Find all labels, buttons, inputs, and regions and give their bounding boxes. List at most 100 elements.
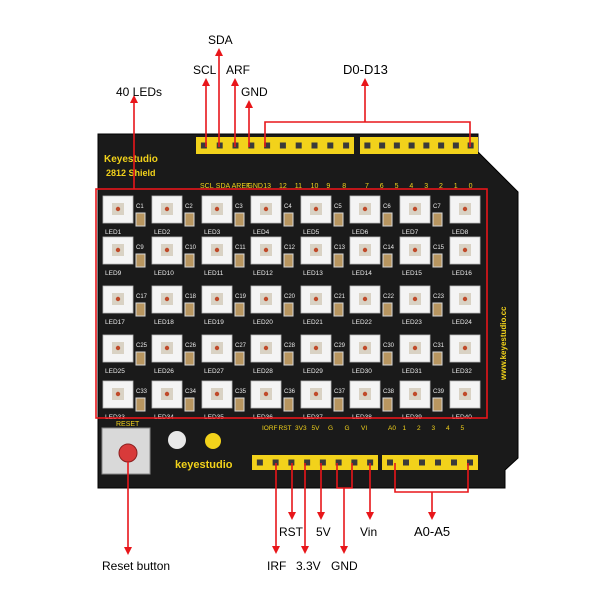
reset-silk-label: RESET	[116, 421, 140, 428]
led-label: LED1	[105, 229, 122, 236]
capacitor-label: C10	[185, 245, 197, 251]
pin-label-top: 13	[263, 183, 271, 190]
header-top-left-hole	[200, 142, 207, 149]
capacitor	[382, 253, 393, 268]
capacitor	[333, 302, 344, 317]
pin-label-top: 9	[326, 183, 330, 190]
header-bottom-left-hole	[319, 459, 326, 466]
capacitor-label: C2	[185, 204, 193, 210]
led-chip	[362, 391, 368, 397]
header-top-right-hole	[379, 142, 386, 149]
capacitor	[234, 253, 245, 268]
capacitor	[135, 397, 146, 412]
pin-label-top: 6	[380, 183, 384, 190]
led-label: LED28	[253, 368, 273, 375]
label-vin: Vin	[360, 525, 378, 539]
capacitor-label: C23	[433, 294, 445, 300]
capacitor-label: C21	[334, 294, 346, 300]
pin-label-top: 8	[342, 183, 346, 190]
led-chip	[214, 296, 220, 302]
led-chip	[362, 247, 368, 253]
led-label: LED25	[105, 368, 125, 375]
led-chip	[412, 345, 418, 351]
led-label: LED2	[154, 229, 171, 236]
pin-label-bottom: IORF	[262, 425, 278, 432]
header-top-left-hole	[248, 142, 255, 149]
led-chip	[164, 345, 170, 351]
capacitor	[283, 397, 294, 412]
capacitor	[432, 253, 443, 268]
header-bottom-right-hole	[387, 459, 393, 466]
pin-label-bottom: 3	[432, 425, 436, 432]
led-label: LED9	[105, 270, 122, 277]
led-label: LED11	[204, 270, 224, 277]
header-bottom-left-hole	[288, 459, 295, 466]
capacitor-label: C15	[433, 245, 445, 251]
pin-label-top: 3	[424, 183, 428, 190]
led-label: LED15	[402, 270, 422, 277]
pin-label-top: SCL	[200, 183, 214, 190]
capacitor-label: C17	[136, 294, 148, 300]
header-top-left-hole	[327, 142, 334, 149]
led-chip	[164, 206, 170, 212]
capacitor	[135, 302, 146, 317]
pin-label-top: 2	[439, 183, 443, 190]
capacitor	[283, 212, 294, 227]
brand-line2: 2812 Shield	[106, 168, 156, 178]
led-label: LED32	[452, 368, 472, 375]
led-label: LED22	[352, 319, 372, 326]
header-top-right	[360, 137, 478, 154]
capacitor-label: C27	[235, 343, 247, 349]
label-irf: IRF	[267, 559, 287, 573]
led-label: LED14	[352, 270, 372, 277]
capacitor-label: C30	[383, 343, 395, 349]
capacitor	[333, 351, 344, 366]
header-top-right-hole	[438, 142, 445, 149]
led-chip	[164, 247, 170, 253]
website-text: www.keyestudio.cc	[499, 306, 508, 381]
led-label: LED4	[253, 229, 270, 236]
led-chip	[313, 247, 319, 253]
led-chip	[462, 391, 468, 397]
header-top-left-hole	[295, 142, 302, 149]
capacitor	[283, 351, 294, 366]
led-chip	[412, 247, 418, 253]
led-label: LED30	[352, 368, 372, 375]
capacitor	[135, 351, 146, 366]
header-top-right-hole	[408, 142, 415, 149]
led-chip	[115, 247, 121, 253]
led-label: LED3	[204, 229, 221, 236]
led-chip	[115, 391, 121, 397]
logo-text: keyestudio	[175, 459, 233, 471]
header-top-left-hole	[279, 142, 286, 149]
capacitor	[432, 397, 443, 412]
label-gnd-bottom: GND	[331, 559, 358, 573]
led-chip	[164, 296, 170, 302]
header-bottom-left-hole	[304, 459, 311, 466]
led-chip	[412, 206, 418, 212]
label-5v: 5V	[316, 525, 331, 539]
capacitor-label: C36	[284, 389, 296, 395]
led-chip	[263, 206, 269, 212]
capacitor-label: C4	[284, 204, 292, 210]
led-label: LED23	[402, 319, 422, 326]
capacitor-label: C7	[433, 204, 441, 210]
pin-label-bottom: 5V	[312, 425, 321, 432]
label-sda: SDA	[208, 33, 233, 47]
led-chip	[214, 391, 220, 397]
header-bottom-left-hole	[256, 459, 263, 466]
capacitor	[184, 351, 195, 366]
capacitor	[184, 397, 195, 412]
led-label: LED17	[105, 319, 125, 326]
capacitor	[184, 253, 195, 268]
pin-label-top: 11	[295, 183, 302, 190]
led-label: LED10	[154, 270, 174, 277]
label-3v3: 3.3V	[296, 559, 321, 573]
label-rst: RST	[279, 525, 303, 539]
capacitor-label: C38	[383, 389, 395, 395]
led-chip	[263, 296, 269, 302]
capacitor	[432, 302, 443, 317]
capacitor	[184, 212, 195, 227]
capacitor-label: C18	[185, 294, 197, 300]
pin-label-top: 1	[454, 183, 458, 190]
